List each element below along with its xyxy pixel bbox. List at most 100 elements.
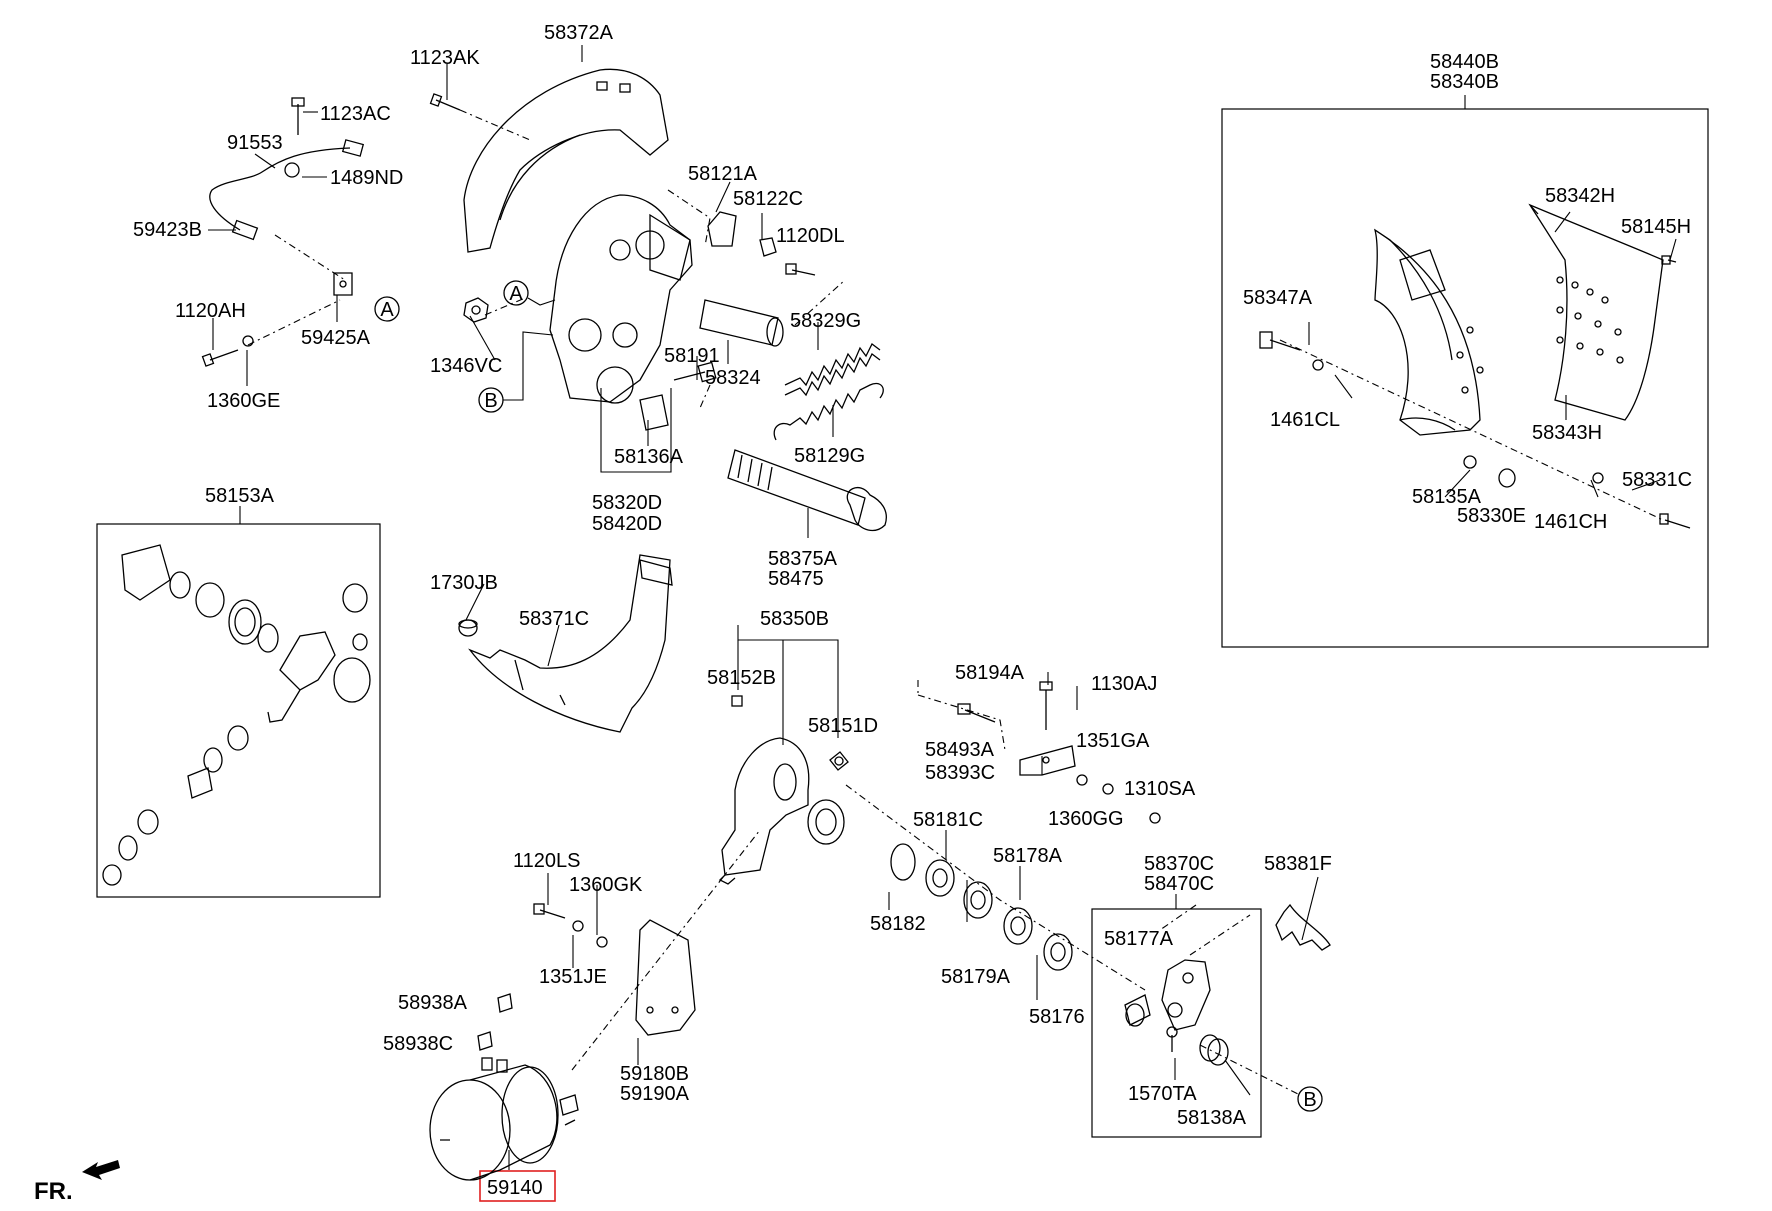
- front-marker: FR.: [34, 1160, 120, 1205]
- label-91553: 91553: [227, 132, 283, 154]
- washer-1360ge: [242, 335, 254, 347]
- label-58179a: 58179A: [941, 966, 1011, 988]
- label-58372a: 58372A: [544, 22, 614, 44]
- label-58194a: 58194A: [955, 662, 1025, 684]
- dust-shield-58372a: [463, 68, 669, 253]
- label-58121a: 58121A: [688, 163, 758, 185]
- camshaft-bracket-58370c: [1161, 959, 1211, 1031]
- label-58182: 58182: [870, 913, 926, 935]
- label-58371c: 58371C: [519, 608, 589, 630]
- label-1489nd: 1489ND: [330, 167, 403, 189]
- ref-b-plate-letter: B: [484, 390, 497, 412]
- rivet-holes-58343h: [1456, 276, 1624, 394]
- label-58330e: 58330E: [1457, 505, 1526, 527]
- label-58177a: 58177A: [1104, 928, 1174, 950]
- front-marker-label: FR.: [34, 1178, 73, 1205]
- label-58350b: 58350B: [760, 608, 829, 630]
- return-spring-58329g: [784, 343, 881, 397]
- label-58393c: 58393C: [925, 762, 995, 784]
- label-1351je: 1351JE: [539, 966, 607, 988]
- nut-1346vc: [463, 297, 489, 323]
- bushing-58136a: [639, 394, 669, 431]
- brake-anchor-plate-58320d: [549, 194, 693, 404]
- nut-1351je: [596, 936, 608, 948]
- clip-1461ch: [1592, 472, 1604, 484]
- label-1351ga: 1351GA: [1076, 730, 1150, 752]
- washer-58176: [1043, 933, 1073, 971]
- bushing-58152b: [731, 695, 743, 707]
- nut-1351ga: [1102, 783, 1114, 795]
- label-58370c: 58370C: [1144, 853, 1214, 875]
- bushing-58138a: [1199, 1034, 1229, 1066]
- sensor-clip-59425a: [333, 272, 353, 296]
- label-58122c: 58122C: [733, 188, 803, 210]
- label-58191: 58191: [664, 345, 720, 367]
- cap-58938c: [477, 1031, 493, 1051]
- assembly-box-58153a: [96, 523, 381, 898]
- label-59425a: 59425A: [301, 327, 371, 349]
- label-1123ak: 1123AK: [410, 47, 480, 69]
- bolt-1120ls: [533, 903, 566, 919]
- label-58470c: 58470C: [1144, 873, 1214, 895]
- centerlines: [247, 109, 1664, 1096]
- brake-chamber-59140: [429, 1057, 579, 1181]
- label-58135a: 58135A: [1412, 486, 1482, 508]
- ref-a-plate: A: [503, 280, 556, 306]
- label-58181c: 58181C: [913, 809, 983, 831]
- washer-1360gg: [1076, 774, 1088, 786]
- label-58493a: 58493A: [925, 739, 995, 761]
- pin-58194a: [957, 703, 996, 723]
- rivet-58145h: [1661, 255, 1677, 265]
- ref-b-plate: B: [478, 331, 554, 413]
- brake-lining-58342h: [1528, 203, 1664, 421]
- label-58178a: 58178A: [993, 845, 1063, 867]
- label-58347a: 58347A: [1243, 287, 1313, 309]
- clip-1461cl: [1312, 359, 1324, 371]
- label-58938a: 58938A: [398, 992, 468, 1014]
- label-59190a: 59190A: [620, 1083, 690, 1105]
- label-58331c: 58331C: [1622, 469, 1692, 491]
- label-58138a: 58138A: [1177, 1107, 1247, 1129]
- front-direction-arrow-icon: [82, 1160, 120, 1180]
- nut-1310sa: [1149, 812, 1161, 824]
- bolt-1123ac: [291, 97, 305, 135]
- label-58136a: 58136A: [614, 446, 684, 468]
- label-58129g: 58129G: [794, 445, 865, 467]
- label-58340b: 58340B: [1430, 71, 1499, 93]
- assembly-box-58440b: [1221, 108, 1709, 648]
- slack-adjuster-58350b: [718, 737, 810, 885]
- bolt-58191: [673, 361, 717, 383]
- ref-b-lower-letter: B: [1303, 1089, 1316, 1111]
- label-58151d: 58151D: [808, 715, 878, 737]
- clip-58121a: [707, 211, 737, 247]
- label-1730jb: 1730JB: [430, 572, 498, 594]
- label-58324: 58324: [705, 367, 761, 389]
- label-58329g: 58329G: [790, 310, 861, 332]
- slack-adjuster-kit-58153a: [102, 544, 371, 886]
- ref-a-upper: A: [374, 296, 400, 322]
- chamber-bracket-59180b: [635, 919, 696, 1036]
- snap-ring-58182: [890, 843, 916, 881]
- grease-nipple-1570ta: [1166, 1026, 1178, 1052]
- label-1120ls: 1120LS: [513, 850, 580, 872]
- label-1346vc: 1346VC: [430, 355, 502, 377]
- label-58375a: 58375A: [768, 548, 838, 570]
- label-59423b: 59423B: [133, 219, 202, 241]
- washer-1360gk: [572, 920, 584, 932]
- retainer-58122c: [759, 237, 777, 257]
- anchor-pin-58324: [699, 299, 784, 347]
- label-59140: 59140: [487, 1177, 543, 1199]
- label-1120ah: 1120AH: [175, 300, 246, 322]
- grommet-1730jb: [458, 619, 478, 637]
- label-58343h: 58343H: [1532, 422, 1602, 444]
- label-58153a: 58153A: [205, 485, 275, 507]
- label-1461ch: 1461CH: [1534, 511, 1607, 533]
- bolt-58347a: [1259, 331, 1301, 351]
- label-1130aj: 1130AJ: [1091, 673, 1157, 695]
- label-58152b: 58152B: [707, 667, 776, 689]
- label-1120dl: 1120DL: [776, 225, 845, 247]
- label-1360ge: 1360GE: [207, 390, 280, 412]
- roller-58330e: [1498, 468, 1516, 488]
- label-1123ac: 1123AC: [320, 103, 391, 125]
